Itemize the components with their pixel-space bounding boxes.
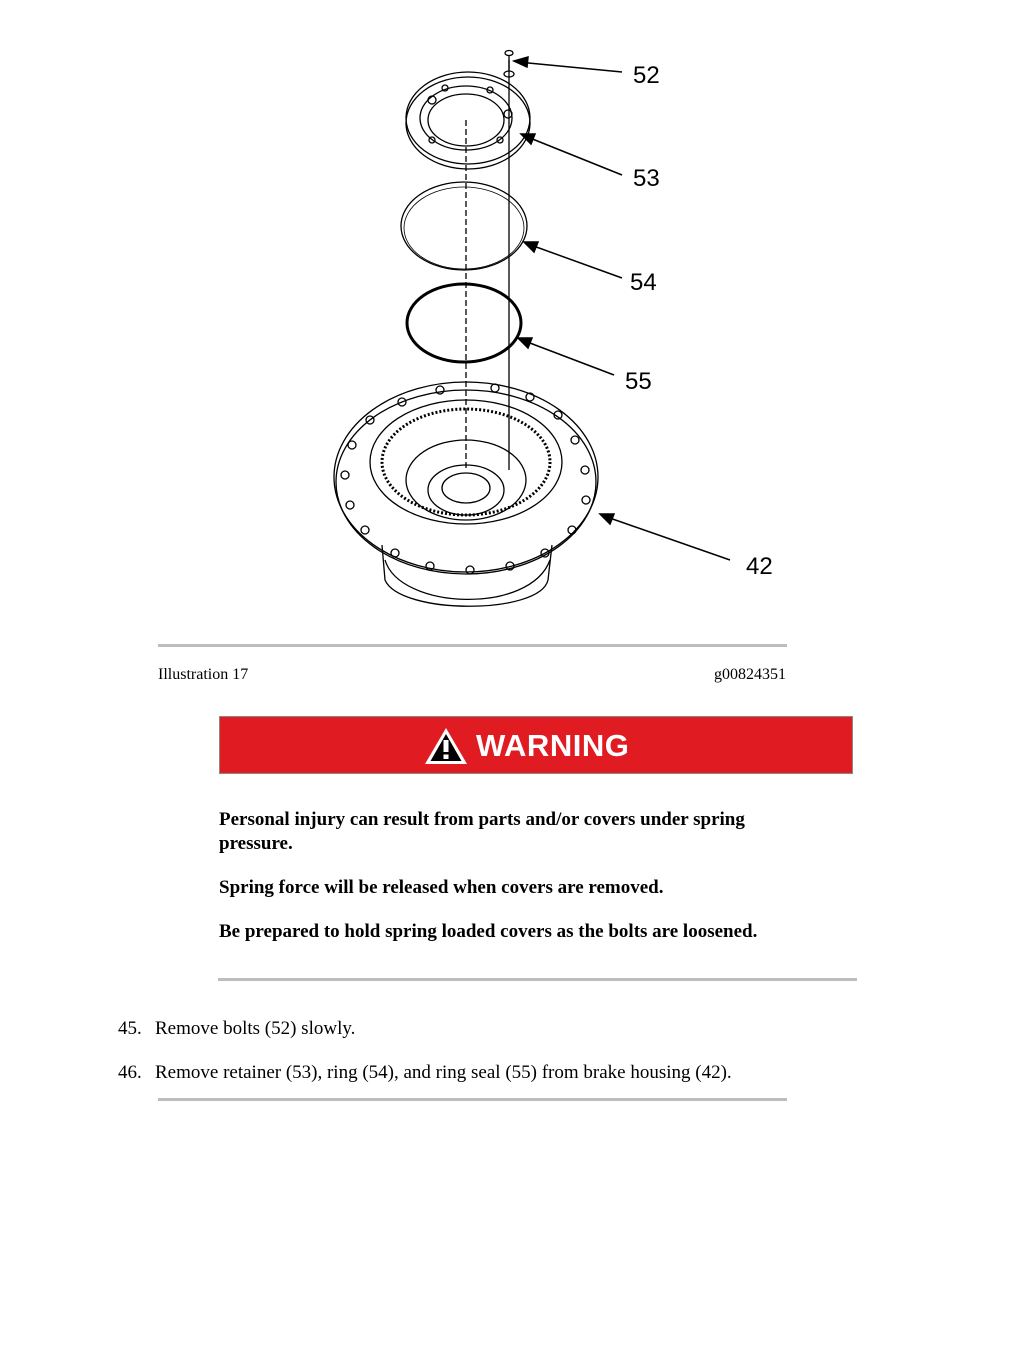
callout-52: 52	[633, 62, 660, 89]
callout-53: 53	[633, 165, 660, 192]
warning-paragraph: Be prepared to hold spring loaded covers…	[219, 921, 758, 942]
procedure-step: 46. Remove retainer (53), ring (54), and …	[118, 1061, 732, 1085]
steps-bottom-divider	[158, 1098, 787, 1101]
step-number: 45.	[118, 1018, 142, 1039]
bolt-52	[503, 49, 515, 78]
warning-paragraph: Personal injury can result from parts an…	[219, 809, 745, 854]
warning-bottom-divider	[218, 978, 857, 981]
leader-lines	[511, 55, 731, 561]
step-text: Remove bolts (52) slowly.	[155, 1018, 356, 1039]
warning-label: WARNING	[476, 728, 630, 763]
callout-42: 42	[746, 553, 773, 580]
brake-housing-42	[333, 381, 599, 607]
callout-54: 54	[630, 269, 657, 296]
caption-top-divider	[158, 644, 787, 647]
graphic-id: g00824351	[714, 666, 786, 683]
procedure-step: 45. Remove bolts (52) slowly.	[118, 1017, 355, 1041]
step-number: 46.	[118, 1062, 142, 1083]
step-text: Remove retainer (53), ring (54), and rin…	[155, 1062, 732, 1083]
exploded-view-illustration: 52 53 54 55 42	[333, 49, 773, 607]
warning-banner: WARNING	[219, 716, 853, 774]
illustration-caption: Illustration 17	[158, 666, 249, 683]
ring-54	[400, 181, 528, 271]
warning-paragraph: Spring force will be released when cover…	[219, 877, 664, 898]
callout-55: 55	[625, 368, 652, 395]
warning-triangle-icon	[425, 728, 467, 764]
retainer-53	[405, 71, 531, 170]
ring-seal-55	[405, 282, 523, 364]
